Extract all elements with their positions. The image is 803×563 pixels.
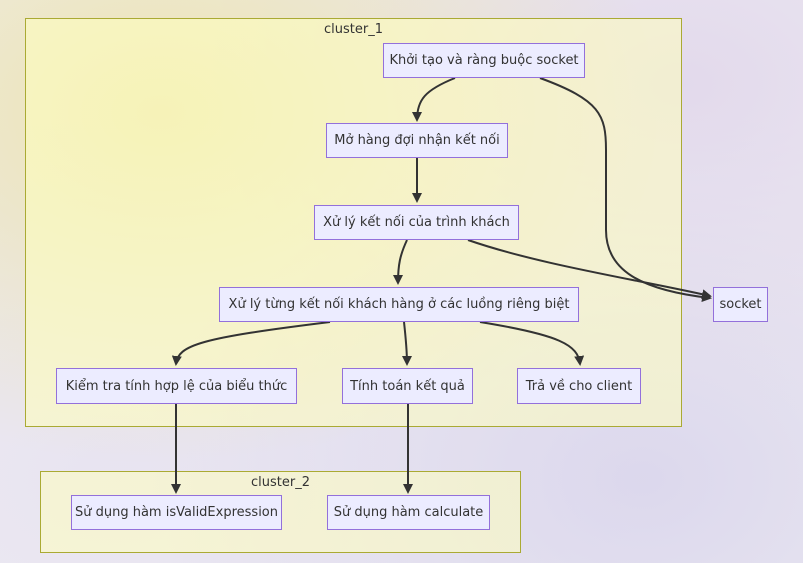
edge-threads-compute [401,321,412,366]
node-compute: Tính toán kết quả [342,368,473,404]
edge-threads-return [479,321,585,366]
node-validate: Kiểm tra tính hợp lệ của biểu thức [56,368,297,404]
edge-init-listen [412,77,456,122]
node-handle-client: Xử lý kết nối của trình khách [314,205,519,240]
edge-handle-threads [393,239,408,285]
node-listen: Mở hàng đợi nhận kết nối [326,123,508,158]
cluster-2-label: cluster_2 [251,475,310,490]
node-threads: Xử lý từng kết nối khách hàng ở các luồn… [219,287,579,322]
edge-init-socket [539,77,712,303]
node-is-valid-fn: Sử dụng hàm isValidExpression [71,495,282,530]
node-return-client: Trả về cho client [517,368,641,404]
node-init-socket: Khởi tạo và ràng buộc socket [383,43,585,78]
node-calculate-fn: Sử dụng hàm calculate [327,495,490,530]
node-socket: socket [713,287,768,322]
edge-handle-socket [467,239,712,300]
cluster-1-label: cluster_1 [324,22,383,37]
edge-threads-validate [171,321,331,366]
